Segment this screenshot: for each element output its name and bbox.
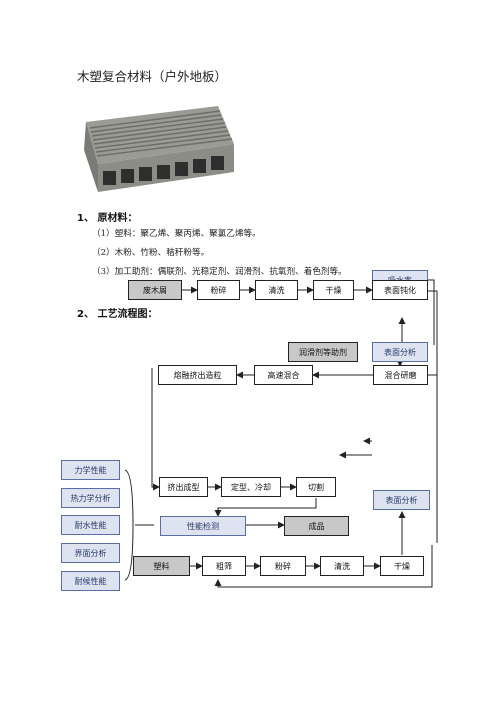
surface-analysis-box-1: 表面分析	[372, 342, 428, 362]
interface-analysis-box: 界面分析	[61, 543, 120, 563]
extrusion-molding-box: 挤出成型	[159, 477, 208, 497]
melt-extrusion-pelletizing-box: 熔融挤出造粒	[158, 365, 237, 385]
section-2-heading: 2、 工艺流程图：	[77, 309, 158, 320]
wpc-decking-board-photo	[84, 106, 234, 192]
plastic-box: 塑料	[133, 556, 190, 576]
shaping-cooling-box: 定型、冷却	[221, 477, 281, 497]
wash-box-1: 清洗	[255, 280, 298, 300]
weather-resistance-box: 耐候性能	[61, 571, 120, 591]
document-title: 木塑复合材料（户外地板）	[77, 69, 228, 84]
water-resistance-box: 耐水性能	[61, 515, 120, 535]
mix-grinding-box: 混合研磨	[373, 365, 428, 385]
dry-box-2: 干燥	[380, 556, 424, 576]
crush-box-1: 粉碎	[197, 280, 240, 300]
surface-passivation-box: 表面钝化	[372, 280, 428, 300]
materials-item-2: （2）木粉、竹粉、秸秆粉等。	[92, 248, 210, 258]
surface-analysis-box-2: 表面分析	[373, 490, 430, 510]
waste-wood-box: 废木屑	[128, 280, 182, 300]
crush-box-2: 粉碎	[260, 556, 306, 576]
materials-item-1: （1）塑料：聚乙烯、聚丙烯、聚氯乙烯等。	[92, 229, 261, 239]
materials-item-3: （3）加工助剂：偶联剂、光稳定剂、润滑剂、抗氧剂、着色剂等。	[92, 267, 347, 277]
wash-box-2: 清洗	[320, 556, 364, 576]
thermal-analysis-box: 热力学分析	[61, 488, 120, 508]
coarse-sieve-box: 粗筛	[202, 556, 246, 576]
dry-box-1: 干燥	[313, 280, 354, 300]
lubricant-additives-box: 润滑剂等助剂	[288, 342, 358, 362]
mechanical-properties-box: 力学性能	[61, 460, 120, 480]
section-1-heading: 1、 原材料：	[77, 213, 138, 224]
high-speed-mixing-box: 高速混合	[254, 365, 313, 385]
performance-testing-box: 性能检测	[160, 516, 246, 536]
finished-product-box: 成品	[284, 516, 349, 536]
cutting-box: 切割	[296, 477, 336, 497]
